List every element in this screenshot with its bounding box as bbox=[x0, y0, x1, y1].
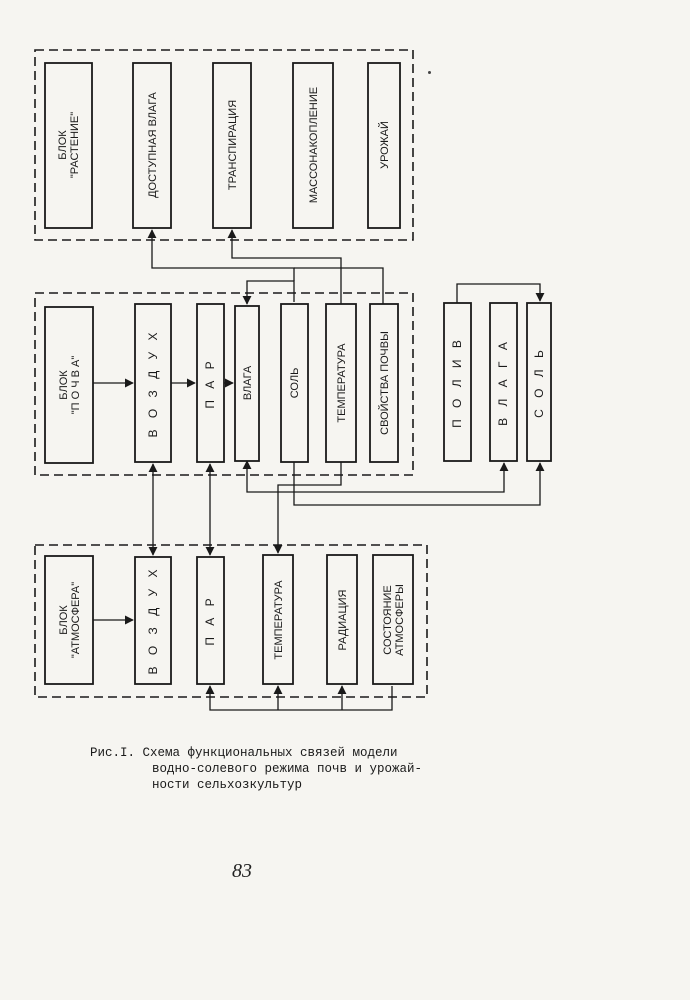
irrigation-salt-label: С О Л Ь bbox=[532, 346, 546, 418]
functional-links-diagram: БЛОК"РАСТЕНИЕ" ДОСТУПНАЯ ВЛАГА ТРАНСПИРАЦИ… bbox=[34, 49, 552, 711]
ink-speck bbox=[428, 71, 431, 74]
atmosphere-block-title: БЛОК"АТМОСФЕРА" bbox=[58, 582, 82, 658]
radiation-box bbox=[326, 554, 358, 685]
atmosphere-air-label: В О З Д У Х bbox=[146, 565, 160, 674]
soil-properties-label: СВОЙСТВА ПОЧВЫ bbox=[378, 331, 391, 435]
mass-accumulation-label: МАССОНАКОПЛЕНИЕ bbox=[308, 87, 320, 203]
soil-salt-label: СОЛЬ bbox=[289, 368, 301, 399]
yield-label: УРОЖАЙ bbox=[378, 121, 391, 169]
soil-block-title-box bbox=[44, 306, 94, 464]
caption-line-2: водно-солевого режима почв и урожай- bbox=[152, 762, 423, 776]
mass-accumulation-box bbox=[292, 62, 334, 229]
plant-block-title-box bbox=[44, 62, 93, 229]
atmosphere-state-label: СОСТОЯНИЕАТМОСФЕРЫ bbox=[382, 584, 406, 656]
caption-line-1: Рис.I. Схема функциональных связей модел… bbox=[90, 746, 398, 760]
atmosphere-block-frame bbox=[34, 544, 428, 698]
page-number: 83 bbox=[232, 860, 252, 882]
atmosphere-vapor-label: П А Р bbox=[203, 594, 217, 645]
connector-lines bbox=[93, 229, 545, 711]
soil-block-title: БЛОК"П О Ч В А" bbox=[58, 356, 82, 415]
transpiration-box bbox=[212, 62, 252, 229]
soil-moisture-label: ВЛАГА bbox=[242, 365, 254, 400]
atmosphere-air-box bbox=[134, 556, 172, 685]
yield-box bbox=[367, 62, 401, 229]
plant-block-frame bbox=[34, 49, 414, 241]
soil-air-label: В О З Д У Х bbox=[146, 328, 160, 437]
irrigation-label: П О Л И В bbox=[450, 336, 464, 428]
radiation-label: РАДИАЦИЯ bbox=[337, 589, 349, 650]
irrigation-salt-box bbox=[526, 302, 552, 462]
atmosphere-temperature-label: ТЕМПЕРАТУРА bbox=[273, 580, 285, 660]
available-moisture-label: ДОСТУПНАЯ ВЛАГА bbox=[147, 91, 159, 197]
soil-block-frame bbox=[34, 292, 414, 476]
soil-vapor-label: П А Р bbox=[203, 357, 217, 408]
atmosphere-temperature-box bbox=[262, 554, 294, 685]
soil-temperature-label: ТЕМПЕРАТУРА bbox=[336, 343, 348, 423]
transpiration-label: ТРАНСПИРАЦИЯ bbox=[227, 100, 239, 190]
caption-line-3: ности сельхозкультур bbox=[152, 778, 303, 792]
atmosphere-state-box bbox=[372, 554, 414, 685]
figure-caption: Рис.I. Схема функциональных связей модел… bbox=[90, 745, 510, 793]
available-moisture-box bbox=[132, 62, 172, 229]
atmosphere-vapor-box bbox=[196, 556, 225, 685]
plant-block-title: БЛОК"РАСТЕНИЕ" bbox=[57, 112, 81, 178]
irrigation-moisture-label: В Л А Г А bbox=[496, 338, 510, 426]
